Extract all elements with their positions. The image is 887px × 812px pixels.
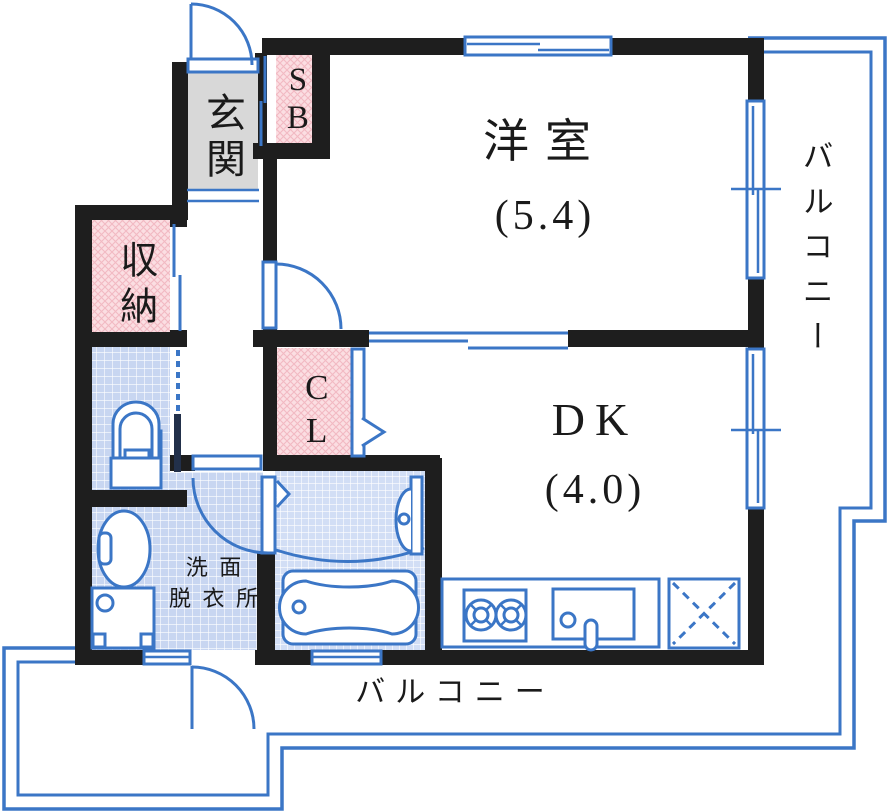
wall-segment [75,500,92,665]
openings [142,2,781,730]
wall-segment [263,157,277,263]
stove-burner-icon [472,606,490,624]
wall-segment [748,38,764,102]
door-opening [191,454,263,471]
balcony-railing-outer [2,36,887,811]
toilet-icon [118,411,154,461]
closet-floor [277,348,352,455]
washbasin-icon [97,531,113,566]
balcony-railings [2,36,887,811]
dining-kitchen-label: DK [551,394,639,445]
washroom-label: 洗 面 脱 衣 所 [168,555,261,611]
wall-segment [262,38,467,55]
wall-segment [75,490,187,507]
genkan-step-line [187,188,259,203]
wall-segment [170,205,187,227]
shoe-box-label: SB [279,62,316,138]
shoe-box-floor [276,53,312,145]
folding-door-icon [275,479,292,509]
sliding-door-icon [259,56,267,146]
closet-label: CL [297,368,337,454]
wall-segment [255,650,312,665]
door-swing-icon [191,477,269,555]
window-icon [745,347,766,510]
storage-label: 収納 [113,240,156,332]
washing-machine-icon [91,632,107,649]
walls [75,38,764,665]
kitchen-sink-icon [583,618,599,652]
washing-machine-icon [139,632,155,649]
genkan-floor [186,72,258,190]
window-sash-line [751,106,760,273]
washing-machine-icon [95,593,115,613]
balcony-railing-inner [16,50,873,797]
wall-segment [75,332,185,347]
balcony-right-label: バルコニー [797,140,833,365]
window-icon [463,35,613,57]
wall-segment [611,38,764,55]
wall-segment [568,330,764,347]
fixtures [90,400,741,652]
wall-segment [170,330,187,347]
sliding-door-icon [172,224,182,331]
window-sash-line [467,42,609,52]
western-room-size: (5.4) [494,193,596,239]
sliding-door-icon [369,331,568,350]
wall-segment [75,205,92,352]
toilet-icon [109,456,163,490]
wall-segment [263,455,440,471]
bath-vanity-icon [397,512,411,526]
wall-segment [748,277,764,349]
bathtub-drain-icon [291,599,307,615]
storage-floor [92,218,170,332]
wall-segment [425,458,442,665]
closet-door-icon [350,347,366,458]
wall-segment [748,507,764,665]
balcony-bottom-label: バルコニー [355,676,555,709]
wall-segment [312,38,330,158]
door-swing-icon [191,665,256,730]
wall-segment [253,330,369,347]
refrigerator-space-icon [671,581,737,646]
door-swing-icon [275,262,343,330]
stove-burner-icon [502,606,520,624]
door-leaf-icon [260,475,277,555]
folding-door-icon [361,416,387,448]
wall-segment [172,62,188,220]
door-jamb [174,414,181,472]
wall-segment [263,346,277,456]
western-room-label: 洋室 [483,116,607,167]
door-swing-icon [190,2,254,66]
wall-segment [75,205,187,220]
entrance-door-icon [186,57,260,74]
wall-segment [170,455,195,471]
genkan-label: 玄関 [200,92,245,184]
window-sash-line [751,354,760,503]
dining-kitchen-size: (4.0) [544,467,646,513]
stove-burner-icon [469,603,523,627]
wall-segment [253,143,330,159]
bath-vanity-icon [409,475,424,556]
wall-segment [380,650,764,665]
wall-segment [75,650,145,665]
wall-segment [75,347,92,507]
bathtub-icon [278,579,420,636]
bathroom-floor-curve [275,546,425,564]
kitchen-faucet-icon [559,611,577,629]
wall-segment [257,551,275,652]
door-leaf-icon [261,260,278,330]
